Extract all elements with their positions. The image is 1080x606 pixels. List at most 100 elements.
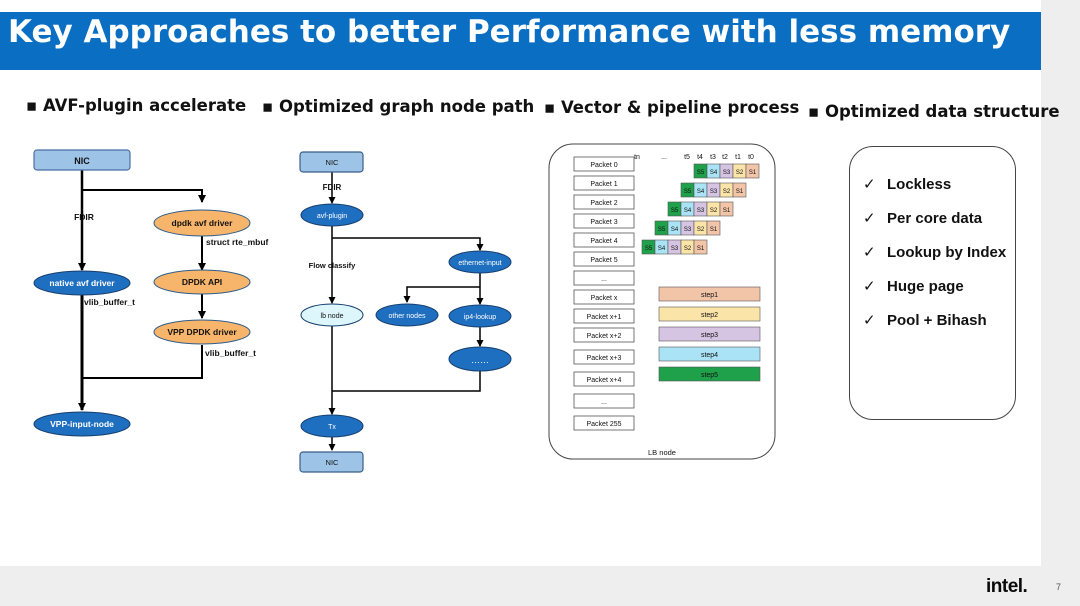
lb-node-footer-label: LB node <box>648 448 676 457</box>
step-box <box>658 346 761 362</box>
packet-box <box>573 349 635 365</box>
dpdk-avf-driver-label: dpdk avf driver <box>172 218 234 228</box>
vpp-dpdk-driver-oval <box>153 319 251 345</box>
step-box <box>658 326 761 342</box>
vpp-input-node-oval <box>33 411 131 437</box>
packet-box <box>573 393 635 409</box>
tx-label: Tx <box>328 424 336 431</box>
time-label: t2 <box>722 154 728 161</box>
time-label: tn <box>634 154 640 161</box>
stage-label: S5 <box>658 227 666 233</box>
avf-plugin-oval <box>300 203 364 227</box>
packet-label: Packet 0 <box>590 162 617 169</box>
section-heading-vector: ▪ Vector & pipeline process <box>544 98 800 117</box>
flow-classify-label: Flow classify <box>309 261 357 270</box>
check-icon: ✓ <box>863 244 876 261</box>
nic-bottom-label: NIC <box>326 458 340 467</box>
stage-label: S1 <box>710 227 718 233</box>
ethernet-input-oval <box>448 250 512 274</box>
packet-label: Packet x+1 <box>587 314 622 321</box>
check-item-lockless: ✓Lockless <box>863 176 952 193</box>
fdir-label-2: FDIR <box>323 183 342 192</box>
stage-label: S2 <box>736 170 744 176</box>
vlib-buffer-label-2: vlib_buffer_t <box>205 348 256 358</box>
stage-label: S3 <box>684 227 692 233</box>
dpdk-api-label: DPDK API <box>182 277 222 287</box>
footer-bar <box>0 566 1041 606</box>
stage-label: S4 <box>658 246 666 252</box>
packet-box <box>573 270 635 286</box>
stage-label: S3 <box>671 246 679 252</box>
step-box <box>658 286 761 302</box>
stage-label: S1 <box>749 170 757 176</box>
stage-label: S3 <box>710 189 718 195</box>
packet-label: Packet x+4 <box>587 377 622 384</box>
intel-logo: intel. <box>986 576 1028 597</box>
packet-label: Packet x+2 <box>587 333 622 340</box>
packet-label: Packet 4 <box>590 238 617 245</box>
nic-top-box <box>299 151 364 173</box>
packet-label: Packet x+3 <box>587 355 622 362</box>
stage-cell <box>693 239 708 255</box>
nic-bottom-box <box>299 451 364 473</box>
stage-label: S2 <box>684 246 692 252</box>
packet-box <box>573 194 635 210</box>
ip4-lookup-label: ip4-lookup <box>464 314 496 321</box>
packet-label: Packet x <box>591 295 618 302</box>
check-icon: ✓ <box>863 312 876 329</box>
stage-label: S5 <box>697 170 705 176</box>
time-label: t3 <box>710 154 716 161</box>
step-box <box>658 366 761 382</box>
other-nodes-oval <box>375 303 439 327</box>
step-label: step1 <box>701 292 718 299</box>
packet-box <box>573 289 635 305</box>
stage-label: S1 <box>697 246 705 252</box>
stage-label: S4 <box>697 189 705 195</box>
time-label: t5 <box>684 154 690 161</box>
stage-label: S2 <box>697 227 705 233</box>
time-label: t4 <box>697 154 703 161</box>
time-label: t1 <box>735 154 741 161</box>
stage-cell <box>719 201 734 217</box>
stage-label: S1 <box>723 208 731 214</box>
check-item-huge-page: ✓Huge page <box>863 278 964 295</box>
check-item-per-core: ✓Per core data <box>863 210 983 227</box>
time-label: t0 <box>748 154 754 161</box>
check-item-pool-bihash: ✓Pool + Bihash <box>863 312 987 329</box>
packet-box <box>573 251 635 267</box>
stage-label: S3 <box>723 170 731 176</box>
packet-box <box>573 415 635 431</box>
step-label: step5 <box>701 372 718 379</box>
step-label: step2 <box>701 312 718 319</box>
check-icon: ✓ <box>863 176 876 193</box>
lb-node-oval <box>300 303 364 327</box>
ip4-lookup-oval <box>448 304 512 328</box>
packet-label: ... <box>601 276 607 283</box>
ellipsis-label: …… <box>471 355 489 365</box>
section-heading-datastruct: ▪ Optimized data structure <box>808 102 1060 121</box>
vpp-input-node-label: VPP-input-node <box>50 419 114 429</box>
other-nodes-label: other nodes <box>389 313 426 320</box>
stage-label: S5 <box>671 208 679 214</box>
packet-box <box>573 213 635 229</box>
nic-top-label: NIC <box>326 158 340 167</box>
avf-plugin-label: avf-plugin <box>317 213 347 220</box>
check-icon: ✓ <box>863 278 876 295</box>
packet-box <box>573 327 635 343</box>
stage-label: S4 <box>671 227 679 233</box>
avf-plugin-diagram: NIC FDIR dpdk avf driver struct rte_mbuf… <box>33 149 269 437</box>
stage-label: S4 <box>684 208 692 214</box>
packet-box <box>573 371 635 387</box>
lb-node-label: lb node <box>321 313 344 320</box>
right-margin-strip <box>1041 0 1080 606</box>
page-number: 7 <box>1056 582 1062 592</box>
packet-label: ... <box>601 399 607 406</box>
native-avf-driver-oval <box>33 270 131 296</box>
check-icon: ✓ <box>863 210 876 227</box>
packet-label: Packet 255 <box>586 421 621 428</box>
stage-label: S5 <box>684 189 692 195</box>
packet-label: Packet 1 <box>590 181 617 188</box>
stage-label: S2 <box>723 189 731 195</box>
step-box <box>658 306 761 322</box>
section-heading-graph: ▪ Optimized graph node path <box>262 97 535 116</box>
